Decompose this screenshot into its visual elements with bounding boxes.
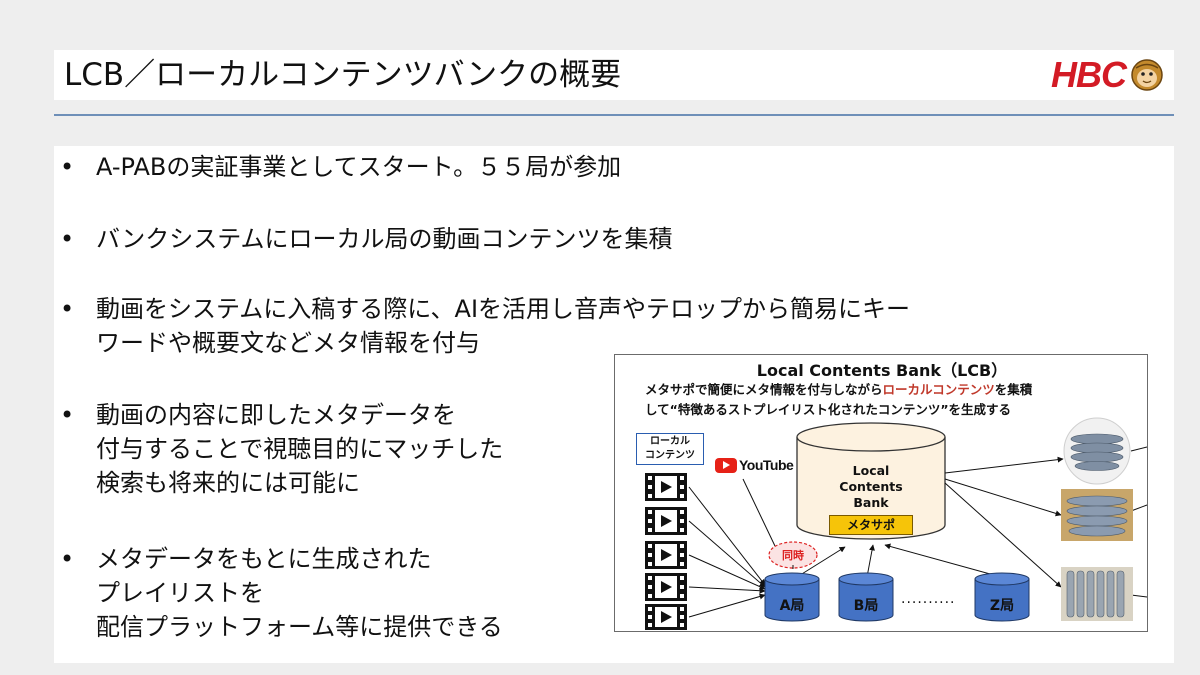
local-contents-line1: ローカル xyxy=(650,436,690,447)
simultaneous-label: 同時 xyxy=(782,549,804,562)
station-b-label: B局 xyxy=(853,598,879,614)
input-arrows xyxy=(688,478,786,618)
station-b-cylinder xyxy=(838,572,894,622)
video-film-icons xyxy=(645,473,687,630)
page-title: LCB／ローカルコンテンツバンクの概要 xyxy=(64,57,622,93)
film-icon xyxy=(645,507,687,535)
bullet-text: バンクシステムにローカル局の動画コンテンツを集積 xyxy=(96,225,673,253)
local-contents-line2: コンテンツ xyxy=(645,450,695,461)
playlist-thumbnail-3 xyxy=(1061,567,1133,621)
bullet-text: A-PABの実証事業としてスタート。５５局が参加 xyxy=(96,153,622,181)
bullet-text: 動画の内容に即したメタデータを 付与することで視聴目的にマッチした 検索も将来的… xyxy=(96,401,504,497)
output-arrows xyxy=(944,446,1148,598)
bullet-marker: • xyxy=(60,225,75,253)
bullet-marker: • xyxy=(60,401,75,429)
film-icon xyxy=(645,541,687,569)
playlist-thumbnail-1 xyxy=(1063,417,1131,485)
logo-text: HBC xyxy=(1051,54,1127,95)
bullet-marker: • xyxy=(60,153,75,181)
bullet-text: メタデータをもとに生成された プレイリストを 配信プラットフォーム等に提供できる xyxy=(96,545,503,641)
bullet-text: 動画をシステムに入稿する際に、AIを活用し音声やテロップから簡易にキー ワードや… xyxy=(96,295,911,357)
film-icon xyxy=(645,573,687,601)
station-z-cylinder xyxy=(974,572,1030,622)
station-cylinders xyxy=(764,572,1030,622)
youtube-play-icon xyxy=(715,457,737,473)
local-contents-label: ローカル コンテンツ xyxy=(636,433,704,465)
bank-label: Local Contents Bank xyxy=(821,463,921,511)
diagram-title: Local Contents Bank（LCB） xyxy=(756,361,1008,380)
bank-label-line2: Contents xyxy=(839,479,903,494)
bank-cylinder xyxy=(796,422,946,540)
lcb-diagram: Local Contents Bank（LCB） メタサポで簡便にメタ情報を付与… xyxy=(614,354,1148,632)
bullet-list: • A-PABの実証事業としてスタート。５５局が参加 • バンクシステムにローカ… xyxy=(54,146,1174,663)
youtube-label: YouTube xyxy=(739,457,794,473)
youtube-logo: YouTube xyxy=(715,457,794,473)
title-bar: LCB／ローカルコンテンツバンクの概要 HBC xyxy=(54,50,1174,100)
film-icon xyxy=(645,473,687,501)
subtitle-text: を集積 xyxy=(994,382,1033,397)
simultaneous-marker xyxy=(768,541,818,569)
station-arrows xyxy=(792,543,1002,578)
station-ellipsis: ·········· xyxy=(901,595,956,611)
subtitle-highlight: ローカルコンテンツ xyxy=(882,382,995,397)
bank-label-line1: Local xyxy=(852,463,890,478)
diagram-subtitle-line2: して“特徴あるストプレイリスト化されたコンテンツ”を生成する xyxy=(645,402,1012,417)
bullet-marker: • xyxy=(60,545,75,573)
station-a-cylinder xyxy=(764,572,820,622)
film-icon xyxy=(645,604,687,630)
subtitle-text: メタサポで簡便にメタ情報を付与しながら xyxy=(645,382,883,397)
diagram-subtitle-line1: メタサポで簡便にメタ情報を付与しながらローカルコンテンツを集積 xyxy=(645,379,1032,398)
station-a-label: A局 xyxy=(779,598,805,614)
hbc-logo: HBC xyxy=(1051,54,1164,96)
diagram-graphics xyxy=(645,417,1148,630)
metasapo-badge: メタサポ xyxy=(829,515,913,535)
monkey-mascot-icon xyxy=(1131,59,1163,91)
playlist-thumbnail-2 xyxy=(1061,489,1133,541)
station-z-label: Z局 xyxy=(989,598,1015,614)
bullet-marker: • xyxy=(60,295,75,323)
bank-label-line3: Bank xyxy=(853,495,889,510)
title-divider xyxy=(54,114,1174,116)
